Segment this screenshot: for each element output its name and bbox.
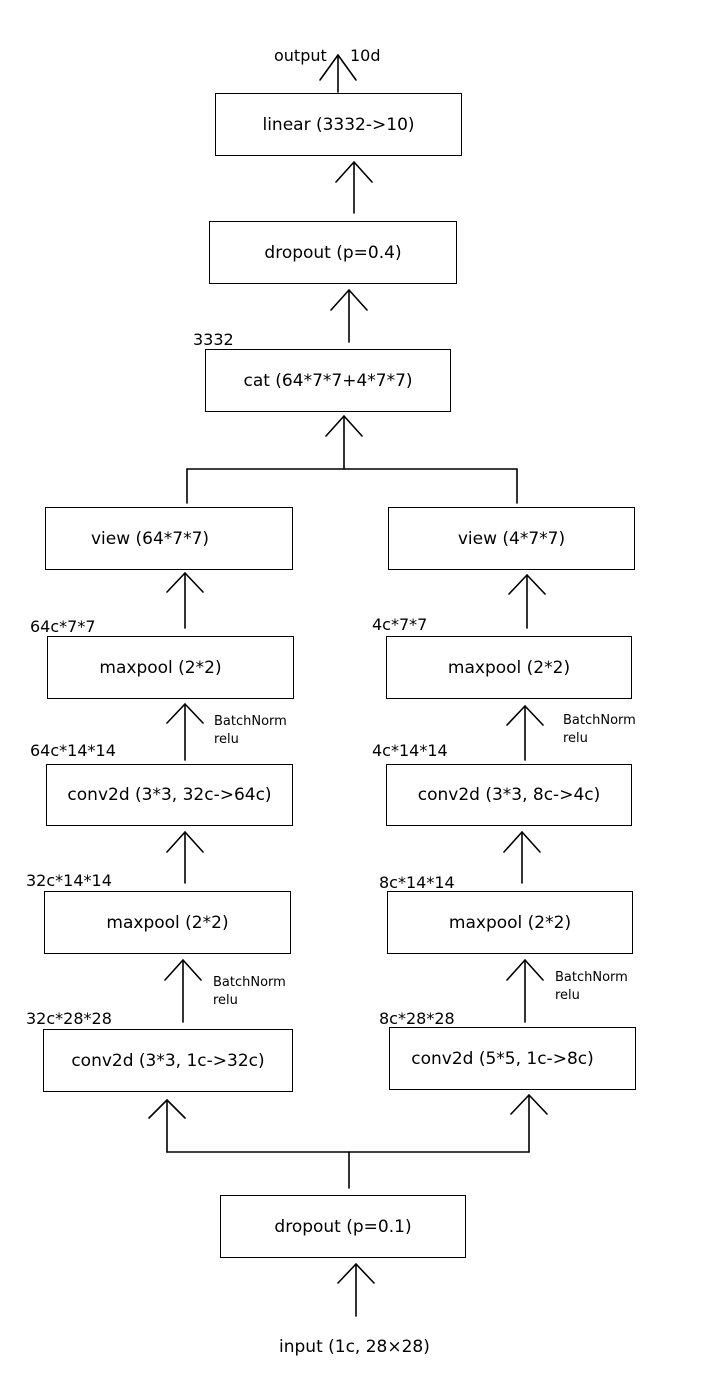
arrow-left-conv1-to-pool1 [164, 959, 202, 1023]
arrow-left-pool1-to-conv2 [166, 831, 204, 884]
right-shape-after-conv1: 8c*28*28 [379, 1009, 455, 1028]
arrow-right-conv2-to-pool2 [506, 705, 544, 761]
left-shape-after-pool2: 64c*7*7 [30, 617, 96, 636]
relu-text: relu [563, 730, 588, 746]
linear-layer-box: linear (3332->10) [215, 93, 462, 156]
relu-text: relu [213, 992, 238, 1008]
maxpool-left-top-box: maxpool (2*2) [47, 636, 294, 699]
arrow-cat-to-dropout [330, 289, 368, 343]
left-shape-after-conv1: 32c*28*28 [26, 1009, 112, 1028]
dropout-bottom-box: dropout (p=0.1) [220, 1195, 466, 1258]
bn-relu-left-bottom: BatchNorm relu [213, 974, 286, 1009]
arrow-output [319, 54, 357, 93]
relu-text: relu [214, 731, 239, 747]
cat-box: cat (64*7*7+4*7*7) [205, 349, 451, 412]
batchnorm-text: BatchNorm [213, 975, 286, 990]
right-shape-after-pool1: 8c*14*14 [379, 873, 455, 892]
right-shape-after-conv2: 4c*14*14 [372, 741, 448, 760]
batchnorm-text: BatchNorm [555, 970, 628, 985]
conv-left-top-box: conv2d (3*3, 32c->64c) [46, 764, 293, 826]
bn-relu-right-top: BatchNorm relu [563, 712, 636, 747]
arrow-right-pool2-to-view [508, 574, 546, 629]
conv-left-bottom-box: conv2d (3*3, 1c->32c) [43, 1029, 293, 1092]
cat-dim-label: 3332 [193, 330, 234, 349]
arrow-split-to-convs [148, 1094, 548, 1189]
output-label: output [274, 46, 327, 65]
arrow-right-conv1-to-pool1 [506, 959, 544, 1023]
dropout-top-box: dropout (p=0.4) [209, 221, 457, 284]
batchnorm-text: BatchNorm [214, 714, 287, 729]
left-shape-after-pool1: 32c*14*14 [26, 871, 112, 890]
input-label: input (1c, 28×28) [279, 1337, 430, 1357]
conv-right-top-box: conv2d (3*3, 8c->4c) [386, 764, 632, 826]
arrow-dropout-to-linear [335, 161, 373, 214]
bn-relu-right-bottom: BatchNorm relu [555, 969, 628, 1004]
relu-text: relu [555, 987, 580, 1003]
maxpool-left-bottom-box: maxpool (2*2) [44, 891, 291, 954]
arrow-input [337, 1263, 375, 1317]
batchnorm-text: BatchNorm [563, 713, 636, 728]
arrow-left-pool2-to-view [166, 572, 204, 629]
maxpool-right-bottom-box: maxpool (2*2) [387, 891, 633, 954]
arrow-merge-to-cat [186, 415, 518, 504]
view-left-box: view (64*7*7) [45, 507, 293, 570]
view-right-box: view (4*7*7) [388, 507, 635, 570]
arrow-right-pool1-to-conv2 [503, 831, 541, 884]
conv-right-bottom-box: conv2d (5*5, 1c->8c) [389, 1027, 636, 1090]
output-dim-label: 10d [350, 46, 381, 65]
bn-relu-left-top: BatchNorm relu [214, 713, 287, 748]
right-shape-after-pool2: 4c*7*7 [372, 615, 428, 634]
maxpool-right-top-box: maxpool (2*2) [386, 636, 632, 699]
arrow-left-conv2-to-pool2 [166, 703, 204, 761]
left-shape-after-conv2: 64c*14*14 [30, 741, 116, 760]
